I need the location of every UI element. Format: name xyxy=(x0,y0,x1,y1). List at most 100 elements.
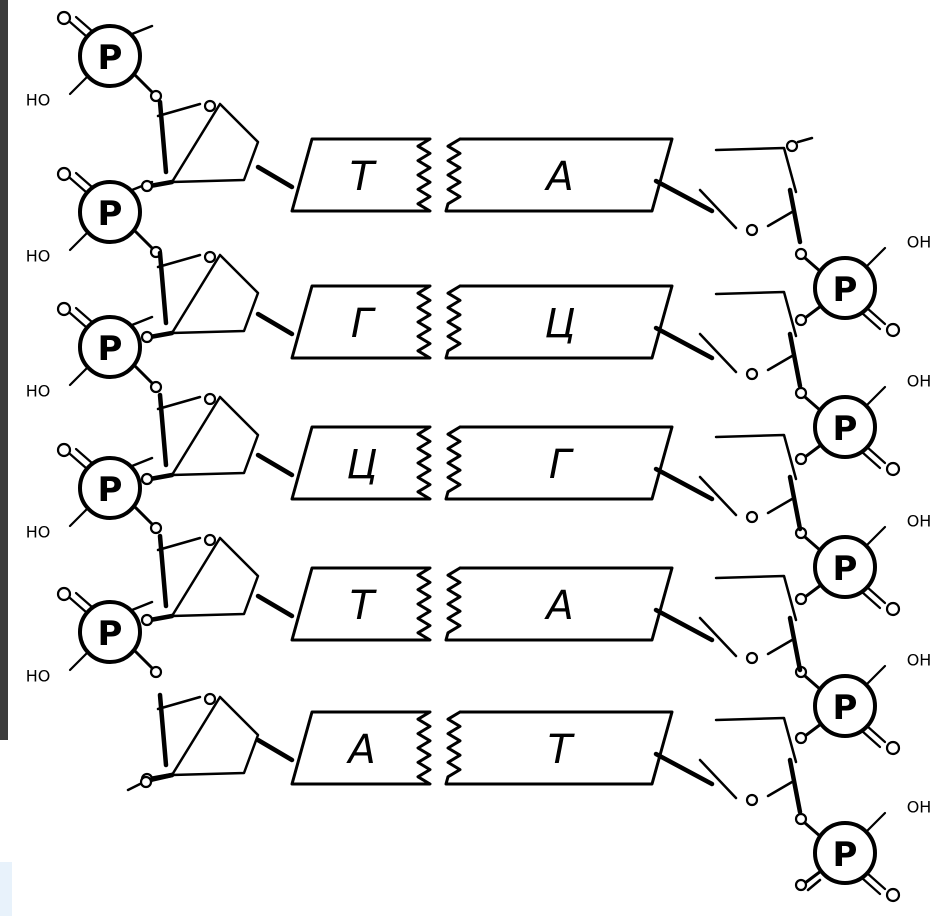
right-nucleotide-1: OHP xyxy=(794,233,931,338)
ring-oxygen xyxy=(745,651,759,665)
base-left xyxy=(290,137,432,213)
double-bond xyxy=(74,15,94,33)
base-left-label: Ц xyxy=(346,442,377,488)
phosphate-sugar-bond xyxy=(132,363,154,385)
right-sugar-5 xyxy=(698,716,803,815)
sugar-ring xyxy=(156,695,260,777)
phosphate-bond xyxy=(803,304,823,320)
left-sugar-3 xyxy=(140,392,260,486)
ring-oxygen xyxy=(203,392,217,406)
double-bond xyxy=(865,585,887,605)
right-sugar-4 xyxy=(698,574,803,673)
base-left xyxy=(290,284,432,360)
oxygen-link xyxy=(794,878,808,892)
sugar-base-bond-left xyxy=(255,737,295,763)
phosphate-label: P xyxy=(98,38,123,78)
tail-tick xyxy=(126,782,142,792)
oxygen-link xyxy=(794,592,808,606)
hydroxyl-label: OH xyxy=(907,651,932,670)
phosphate-circle xyxy=(813,535,877,599)
right-nucleotide-2: OHP xyxy=(794,372,931,477)
phosphate-circle xyxy=(813,821,877,885)
left-nucleotide-1: HOP xyxy=(26,10,163,110)
bond-tick xyxy=(130,24,154,36)
phosphate-label: P xyxy=(98,614,123,654)
sugar-base-bond-left xyxy=(255,593,295,619)
double-bond xyxy=(68,596,88,614)
double-bond xyxy=(68,311,88,329)
double-bond xyxy=(74,447,94,465)
left-nucleotide-5: HO P xyxy=(26,586,163,686)
base-left-label: Т xyxy=(350,154,378,200)
right-nucleotide-4: OH P xyxy=(794,651,932,756)
ring-oxygen xyxy=(203,250,217,264)
left-sugar-1 xyxy=(140,99,260,193)
oxygen-link xyxy=(794,452,808,466)
base-left-label: А xyxy=(345,727,375,773)
oxygen-link xyxy=(794,247,808,261)
hydroxyl-bond xyxy=(865,525,887,547)
oxygen-link xyxy=(149,380,163,394)
sugar-base-bond-right xyxy=(653,178,715,214)
sugar-backbone-bond xyxy=(157,250,169,326)
oxygen-double xyxy=(885,322,901,338)
double-bond xyxy=(74,171,94,189)
sugar-ring xyxy=(698,290,798,374)
double-bond xyxy=(865,724,887,744)
oxygen-double xyxy=(885,461,901,477)
sugar-phosphate-bond xyxy=(147,472,175,482)
bond-tick xyxy=(130,456,154,468)
phosphate-circle xyxy=(78,24,142,88)
bond-tick xyxy=(130,600,154,612)
hydroxyl-label: HO xyxy=(26,667,51,686)
oxygen-double xyxy=(56,301,72,317)
sugar-ring xyxy=(698,716,798,800)
phosphate-label: P xyxy=(833,409,858,449)
oxygen-link xyxy=(794,313,808,327)
oxygen-link xyxy=(794,731,808,745)
oxygen-link xyxy=(149,521,163,535)
phosphate-label: P xyxy=(833,270,858,310)
left-sugar-2 xyxy=(140,250,260,344)
sugar-ring xyxy=(156,102,260,184)
oxygen-link xyxy=(140,179,154,193)
phosphate-circle xyxy=(78,315,142,379)
double-bond xyxy=(860,311,882,331)
hydroxyl-label: OH xyxy=(907,512,932,531)
phosphate-circle xyxy=(78,456,142,520)
phosphate-sugar-bond xyxy=(132,504,154,526)
base-right-label: А xyxy=(543,583,573,629)
phosphate-circle xyxy=(78,600,142,664)
phosphate-label: P xyxy=(833,688,858,728)
ring-oxygen xyxy=(745,510,759,524)
sugar-ring xyxy=(156,395,260,477)
oxygen-link xyxy=(794,812,808,826)
sugar-backbone-bond xyxy=(787,331,803,389)
sugar-base-bond-right xyxy=(653,466,715,502)
double-bond xyxy=(74,306,94,324)
sugar-base-bond-right xyxy=(653,325,715,361)
phosphate-circle xyxy=(813,674,877,738)
right-nucleotide-3: OHP xyxy=(794,512,932,617)
phosphate-bond xyxy=(803,722,823,738)
hydroxyl-bond xyxy=(68,650,90,672)
phosphate-label: P xyxy=(833,835,858,875)
hydroxyl-bond xyxy=(68,506,90,528)
double-bond xyxy=(860,590,882,610)
oxygen-link xyxy=(140,330,154,344)
sugar-backbone-bond xyxy=(157,692,169,768)
oxygen-link xyxy=(140,472,154,486)
phosphate-label: P xyxy=(98,329,123,369)
base-right xyxy=(444,425,674,501)
phosphate-sugar-bond xyxy=(132,72,154,94)
hydroxyl-bond xyxy=(68,230,90,252)
double-bond xyxy=(860,450,882,470)
left-nucleotide-4: HOP xyxy=(26,442,163,542)
base-right-label: А xyxy=(543,154,573,200)
oxygen-link xyxy=(785,139,799,153)
phosphate-bond xyxy=(803,583,823,599)
